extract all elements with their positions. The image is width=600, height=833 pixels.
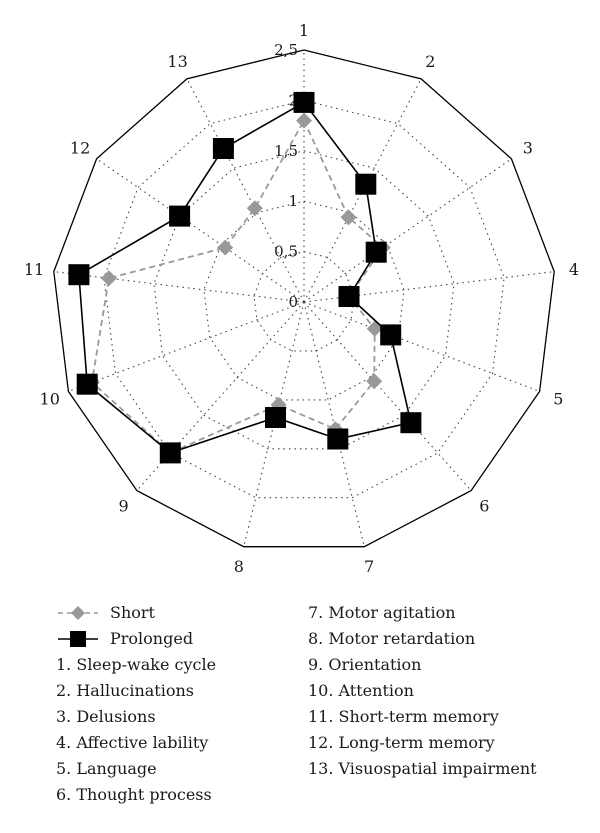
- grid-spoke-13: [186, 78, 305, 303]
- grid-spoke-12: [96, 158, 305, 303]
- legend-item: 4. Affective lability: [56, 733, 209, 752]
- marker-prolonged-12: [169, 205, 191, 227]
- axis-label-9: 9: [119, 497, 129, 516]
- legend-series-short: Short: [56, 600, 216, 626]
- legend-item: 8. Motor retardation: [308, 629, 476, 648]
- axis-label-2: 2: [425, 52, 435, 71]
- tick-label-2: 1: [288, 192, 298, 210]
- axis-label-13: 13: [167, 52, 187, 71]
- grid-spoke-2: [303, 78, 422, 303]
- marker-prolonged-9: [159, 442, 181, 464]
- legend-item: 9. Orientation: [308, 655, 422, 674]
- marker-prolonged-1: [293, 91, 315, 113]
- axis-label-10: 10: [40, 390, 60, 409]
- grid-ring-2: [203, 200, 405, 401]
- marker-prolonged-13: [212, 138, 234, 159]
- marker-prolonged-4: [338, 286, 360, 307]
- marker-short-2: [340, 209, 357, 226]
- marker-prolonged-8: [265, 407, 286, 428]
- legend-item: 12. Long-term memory: [308, 733, 495, 752]
- tick-label-1: 0,5: [274, 243, 298, 261]
- grid-spoke-7: [303, 301, 365, 547]
- legend-item: 3. Delusions: [56, 707, 156, 726]
- marker-prolonged-5: [380, 324, 402, 346]
- tick-label-4: 2: [288, 91, 298, 109]
- axis-label-1: 1: [299, 21, 309, 40]
- tick-label-0: 0: [288, 293, 298, 311]
- legend-item: 11. Short-term memory: [308, 707, 499, 726]
- legend-item: 10. Attention: [308, 681, 414, 700]
- axis-label-4: 4: [569, 260, 579, 279]
- marker-prolonged-3: [365, 241, 387, 263]
- axis-label-5: 5: [553, 390, 563, 409]
- marker-short-11: [100, 270, 117, 287]
- grid-spoke-6: [303, 301, 472, 491]
- tick-label-5: 2,5: [274, 41, 298, 59]
- legend-item: 7. Motor agitation: [308, 603, 456, 622]
- axis-label-11: 11: [24, 260, 44, 279]
- legend-item: 5. Language: [56, 759, 157, 778]
- grid-spoke-10: [68, 301, 305, 392]
- marker-short-1: [296, 112, 312, 129]
- legend-prolonged-label: Prolonged: [110, 629, 194, 648]
- grid-spoke-4: [303, 271, 555, 303]
- axis-label-12: 12: [70, 139, 90, 158]
- axis-label-6: 6: [479, 497, 489, 516]
- legend-column-left: Short Prolonged 1. Sleep-wake cycle 2. H…: [56, 600, 216, 808]
- grid-spoke-8: [243, 301, 305, 547]
- marker-prolonged-11: [68, 264, 90, 286]
- legend-short-label: Short: [110, 603, 155, 622]
- legend-short-swatch: [56, 603, 100, 623]
- marker-short-12: [217, 239, 234, 256]
- axis-label-8: 8: [234, 557, 244, 576]
- legend: Short Prolonged 1. Sleep-wake cycle 2. H…: [0, 600, 600, 830]
- marker-prolonged-10: [76, 373, 98, 395]
- marker-short-6: [366, 373, 383, 390]
- marker-prolonged-7: [327, 428, 349, 450]
- grid-spoke-11: [53, 271, 305, 303]
- legend-series-prolonged: Prolonged: [56, 626, 216, 652]
- marker-prolonged-2: [355, 173, 377, 195]
- legend-column-right: 7. Motor agitation 8. Motor retardation …: [308, 600, 537, 782]
- legend-item: 2. Hallucinations: [56, 681, 194, 700]
- legend-item: 1. Sleep-wake cycle: [56, 655, 217, 674]
- axis-label-7: 7: [364, 557, 374, 576]
- legend-item: 6. Thought process: [56, 785, 212, 804]
- grid-ring-3: [153, 150, 455, 450]
- marker-prolonged-6: [400, 412, 422, 434]
- grid-spoke-5: [303, 301, 540, 392]
- legend-prolonged-swatch: [56, 629, 100, 649]
- axis-label-3: 3: [523, 139, 533, 158]
- grid-spoke-3: [303, 158, 512, 303]
- marker-short-13: [246, 200, 263, 217]
- grid-ring-4: [103, 99, 505, 499]
- series-line-prolonged: [78, 101, 412, 454]
- legend-item: 13. Visuospatial impairment: [308, 759, 537, 778]
- outer-ring: [53, 49, 555, 548]
